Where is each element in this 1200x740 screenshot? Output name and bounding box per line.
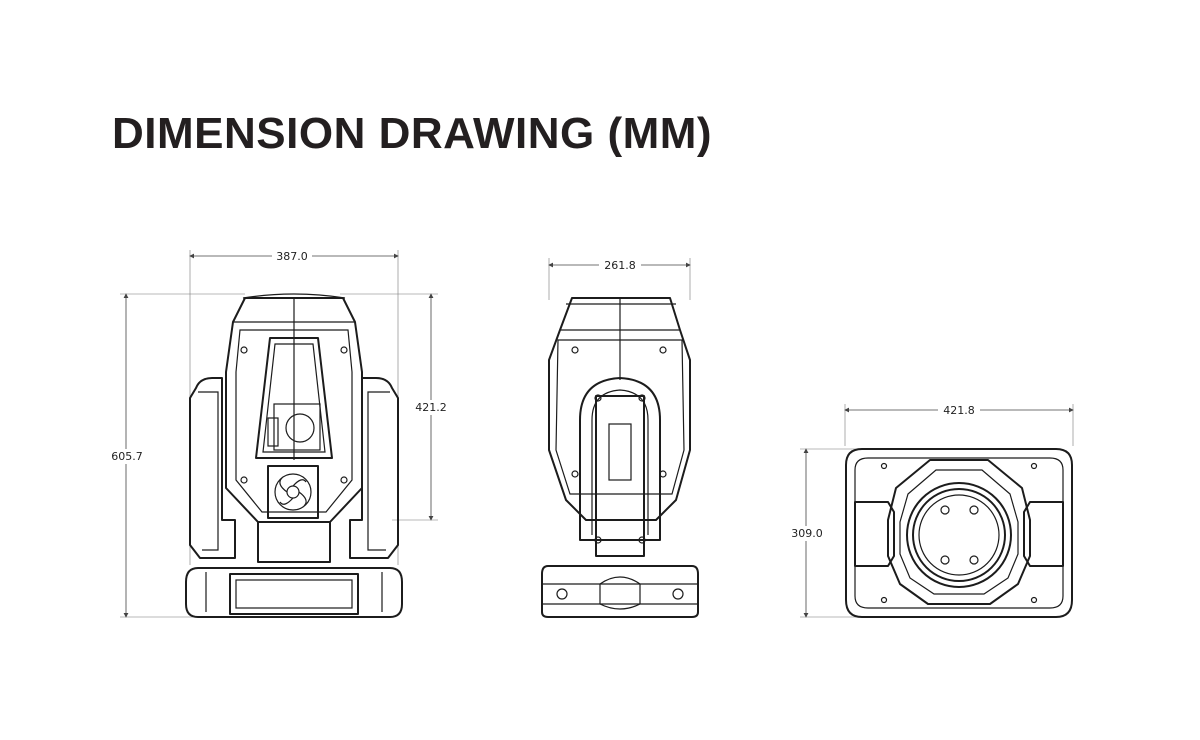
side-yoke	[579, 377, 661, 541]
front-view-dimensions: 387.0 605.7 421.2	[106, 249, 451, 618]
top-width-label: 421.8	[943, 404, 975, 417]
top-outer-body	[845, 448, 1073, 618]
top-view: 421.8 309.0	[788, 403, 1074, 618]
front-yoke-left	[189, 377, 236, 559]
top-head-octagon	[887, 459, 1031, 605]
front-view: 387.0 605.7 421.2	[106, 249, 451, 618]
front-height-label: 605.7	[111, 450, 143, 463]
page-title: DIMENSION DRAWING (MM)	[112, 109, 713, 158]
top-view-dimensions: 421.8 309.0	[788, 403, 1074, 618]
top-lens-outer	[906, 482, 1012, 588]
front-fan	[267, 465, 319, 519]
front-yoke-right	[349, 377, 399, 559]
side-width-label: 261.8	[604, 259, 636, 272]
top-height-label: 309.0	[791, 527, 823, 540]
front-head-height-label: 421.2	[415, 401, 447, 414]
side-view-dimensions: 261.8	[548, 258, 691, 300]
front-base	[185, 567, 403, 618]
side-base	[541, 565, 699, 618]
side-view: 261.8	[541, 258, 699, 618]
front-width-label: 387.0	[276, 250, 308, 263]
